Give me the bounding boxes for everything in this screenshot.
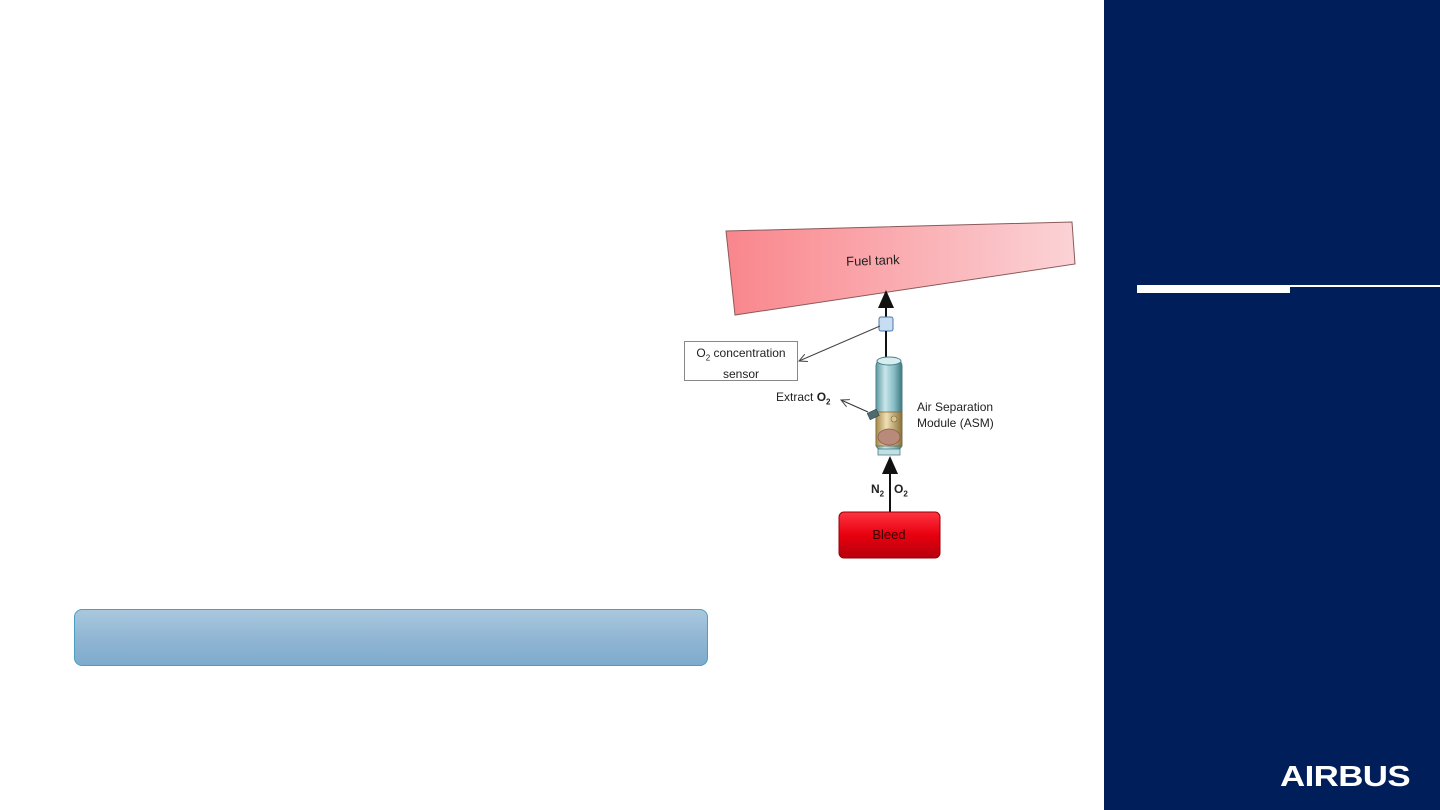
fuel-tank-shape: [725, 221, 1076, 316]
svg-text:AIRBUS: AIRBUS: [1280, 761, 1410, 790]
bleed-label: Bleed: [872, 527, 905, 542]
extract-arrow: [841, 400, 869, 413]
asm-label-line1: Air Separation: [917, 400, 994, 414]
extract-label: Extract O2: [776, 389, 830, 410]
sensor-label-line2: sensor: [722, 367, 760, 382]
sensor-label-sub: 2: [705, 353, 711, 363]
bleed-box: [838, 511, 941, 559]
extract-label-text: Extract: [776, 390, 817, 404]
sidebar-divider-accent: [1137, 285, 1290, 293]
o2-sensor-box: O2 concentration sensor: [684, 341, 798, 381]
extract-label-o: O: [816, 390, 827, 404]
asm-module: [866, 356, 903, 456]
sensor-label-rest: concentration: [710, 346, 786, 360]
o2-label-sub: 2: [903, 489, 908, 499]
o2-label: O2: [894, 481, 908, 502]
brand-sidebar: [1104, 0, 1440, 810]
asm-label-line2: Module (ASM): [917, 416, 994, 430]
n2-label: N2: [871, 481, 884, 502]
airbus-logo: AIRBUS: [1280, 761, 1411, 790]
asm-label: Air Separation Module (ASM): [917, 399, 994, 431]
o2-label-o: O: [894, 482, 904, 496]
callout-box: [74, 609, 708, 666]
sensor-label-o: O: [696, 346, 706, 360]
n2-label-n: N: [871, 482, 880, 496]
sensor-tap-square: [878, 316, 894, 332]
fuel-tank-label: Fuel tank: [846, 252, 900, 269]
extract-label-sub: 2: [826, 397, 831, 407]
sensor-link-arrow: [799, 325, 881, 361]
n2-label-sub: 2: [879, 489, 885, 499]
